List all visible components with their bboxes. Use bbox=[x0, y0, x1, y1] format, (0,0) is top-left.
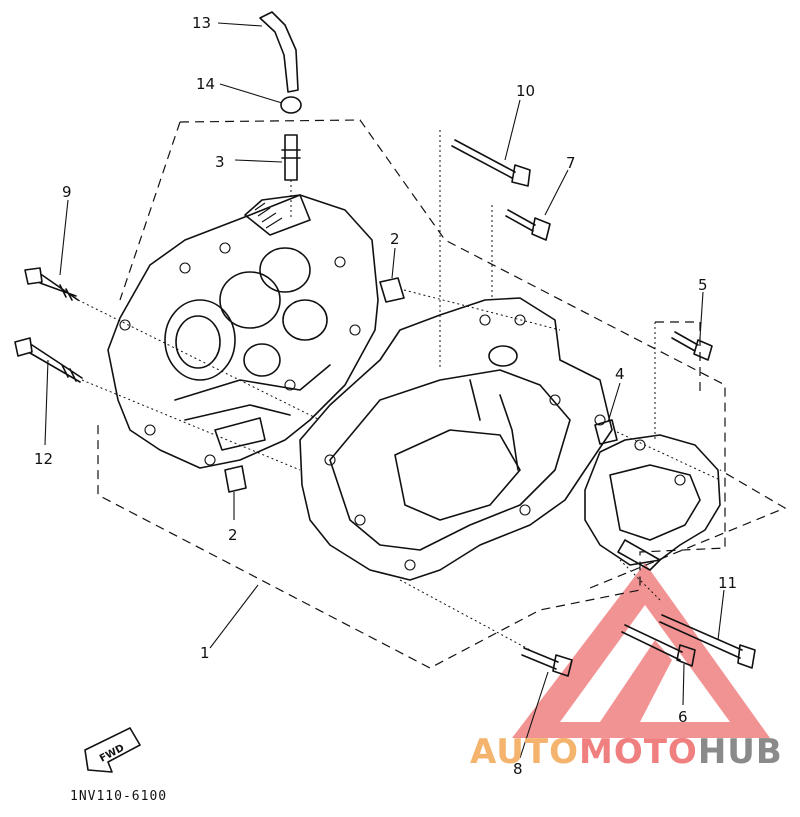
left-crankcase-half bbox=[107, 194, 379, 469]
fwd-arrow-icon: FWD bbox=[84, 727, 141, 773]
callout-1: 1 bbox=[200, 644, 210, 662]
callout-7: 7 bbox=[566, 154, 576, 172]
callout-8: 8 bbox=[513, 760, 523, 778]
leader-lines bbox=[44, 22, 725, 759]
dowel-pin-4 bbox=[594, 419, 618, 445]
bolt-9 bbox=[24, 267, 79, 301]
bolt-10 bbox=[451, 139, 531, 187]
figure-code: 1NV110-6100 bbox=[70, 789, 167, 804]
callout-12: 12 bbox=[34, 450, 53, 468]
dowel-pin-lower bbox=[224, 465, 247, 493]
callout-9: 9 bbox=[62, 183, 72, 201]
watermark-text-auto: AUTO bbox=[470, 732, 579, 772]
watermark-inner-mark bbox=[600, 640, 672, 722]
callout-6: 6 bbox=[678, 708, 688, 726]
watermark-text: AUTOMOTOHUB bbox=[470, 732, 783, 772]
bolt-6 bbox=[621, 624, 696, 667]
callout-labels: 13 14 3 9 2 12 2 10 7 5 4 11 6 8 1 bbox=[34, 14, 737, 778]
callout-2-lower: 2 bbox=[228, 526, 238, 544]
callout-10: 10 bbox=[516, 82, 535, 100]
bolt-5 bbox=[671, 331, 713, 361]
bolt-12 bbox=[14, 337, 83, 383]
dowel-pin-upper bbox=[379, 277, 405, 303]
right-crankcase-half bbox=[299, 297, 613, 581]
bolt-7 bbox=[505, 209, 551, 241]
callout-2-upper: 2 bbox=[390, 230, 400, 248]
watermark-text-moto: MOTO bbox=[579, 732, 698, 772]
watermark-logo bbox=[512, 563, 770, 738]
callout-11: 11 bbox=[718, 574, 737, 592]
callout-3: 3 bbox=[215, 153, 225, 171]
fasteners bbox=[14, 11, 756, 677]
bolt-11 bbox=[659, 614, 756, 669]
callout-14: 14 bbox=[196, 75, 215, 93]
bolt-8 bbox=[521, 647, 573, 677]
watermark-text-hub: HUB bbox=[698, 732, 783, 772]
assembly-axis-lines bbox=[77, 130, 721, 651]
breather-hose bbox=[259, 11, 299, 93]
hose-clamp bbox=[280, 96, 302, 114]
callout-13: 13 bbox=[192, 14, 211, 32]
assembly-outline-dashed bbox=[97, 119, 787, 669]
callout-4: 4 bbox=[615, 365, 625, 383]
callout-5: 5 bbox=[698, 276, 708, 294]
fwd-label: FWD bbox=[98, 743, 126, 765]
breather-pipe bbox=[281, 134, 301, 181]
